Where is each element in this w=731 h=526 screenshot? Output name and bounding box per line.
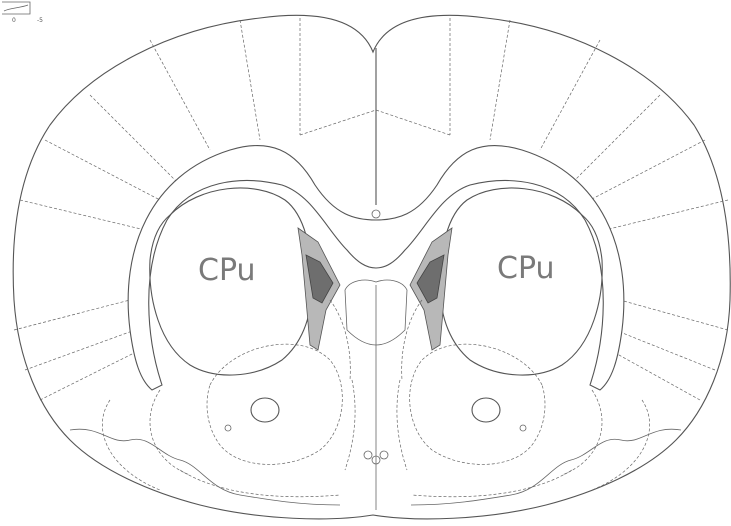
midline-vessel — [372, 210, 380, 218]
anterior-commissure-right — [472, 398, 500, 422]
anterior-commissure-left — [251, 398, 279, 422]
small-vessel-right — [520, 425, 526, 431]
small-vessel-left — [225, 425, 231, 431]
scale-inset: 0 -5 — [2, 2, 43, 24]
scale-tick-right: -5 — [37, 17, 43, 24]
ventral-border-left — [70, 429, 340, 505]
ventral-circle-3 — [380, 451, 388, 459]
scale-tick-left: 0 — [12, 17, 16, 24]
ventral-circle-1 — [364, 451, 372, 459]
cpu-label-right: CPu — [497, 251, 555, 286]
cpu-label-left: CPu — [198, 253, 256, 288]
